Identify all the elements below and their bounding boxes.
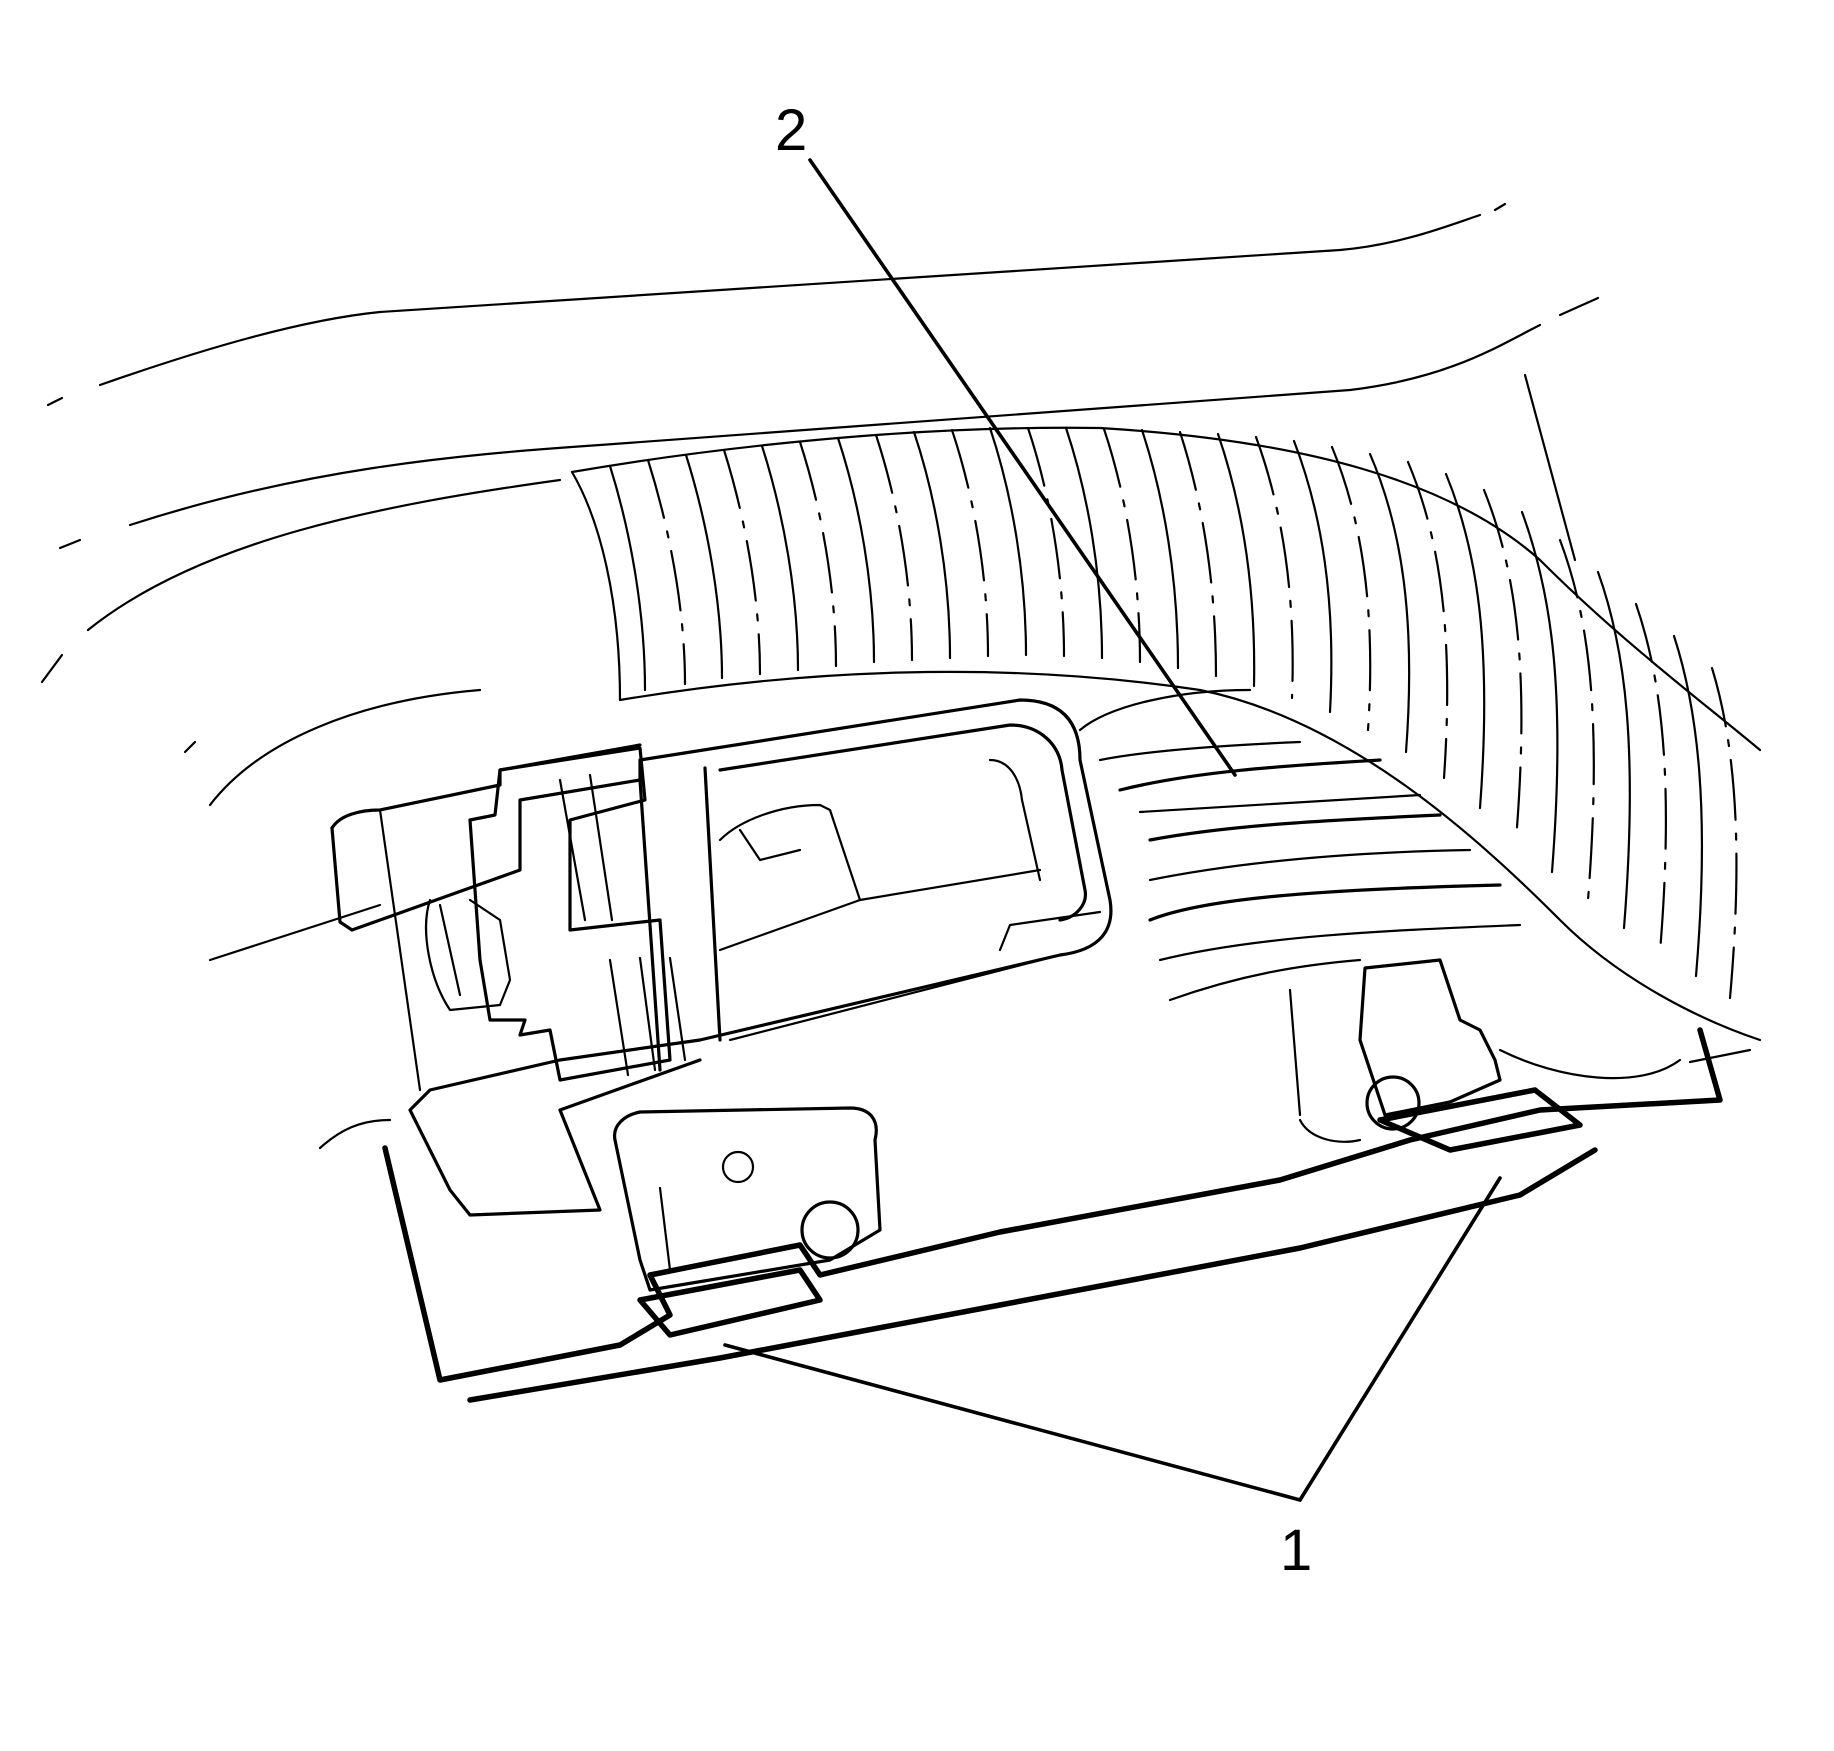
connector-housing xyxy=(330,698,1113,1217)
connector-lock-tab xyxy=(424,746,687,1082)
retaining-clip-right xyxy=(1288,958,1583,1153)
callout-leaders xyxy=(723,158,1502,1502)
leader-callout-1b xyxy=(1298,1176,1502,1502)
conduit-ribs xyxy=(608,426,1738,1000)
mounting-bracket xyxy=(183,688,1723,1403)
callout-label-2: 2 xyxy=(775,98,807,163)
leader-callout-2 xyxy=(808,158,1237,777)
leader-callout-1a xyxy=(723,1343,1302,1502)
wire-bundle xyxy=(1078,688,1522,1002)
callout-label-1: 1 xyxy=(1280,1518,1312,1583)
corrugated-harness-conduit xyxy=(570,426,1762,1064)
retaining-clip-left xyxy=(613,1106,882,1338)
body-panel-outline xyxy=(40,202,1600,684)
